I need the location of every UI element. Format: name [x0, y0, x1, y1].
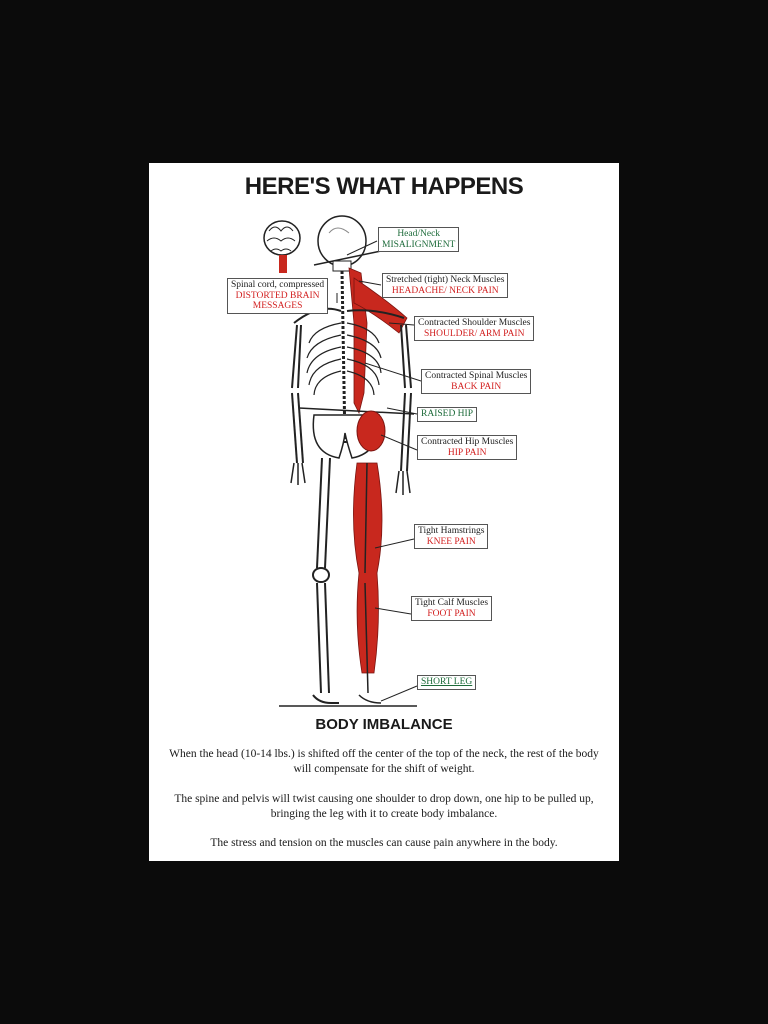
label-raised-hip: RAISED HIP — [417, 407, 477, 422]
body-imbalance-heading: BODY IMBALANCE — [315, 716, 453, 733]
label-neck-muscles: Stretched (tight) Neck Muscles HEADACHE/… — [382, 273, 509, 298]
label-shoulder: Contracted Shoulder Muscles SHOULDER/ AR… — [414, 316, 535, 341]
label-hamstrings: Tight Hamstrings KNEE PAIN — [414, 524, 489, 549]
label-calf: Tight Calf Muscles FOOT PAIN — [411, 596, 493, 621]
skull-icon — [317, 215, 367, 272]
paragraph-3: The stress and tension on the muscles ca… — [210, 837, 558, 849]
poster: HERE'S WHAT HAPPENS — [149, 163, 619, 861]
label-spinal-cord: Spinal cord, compressed DISTORTED BRAIN … — [227, 278, 329, 314]
paragraph-2: The spine and pelvis will twist causing … — [174, 793, 594, 820]
label-short-leg: SHORT LEG — [417, 675, 477, 690]
poster-title: HERE'S WHAT HAPPENS — [244, 173, 524, 200]
ribcage-icon — [306, 322, 382, 396]
label-head-neck: Head/Neck MISALIGNMENT — [378, 227, 460, 252]
spine-icon — [340, 270, 347, 444]
label-hip-muscles: Contracted Hip Muscles HIP PAIN — [417, 435, 518, 460]
skeleton-illustration — [263, 215, 422, 707]
label-spinal-muscles: Contracted Spinal Muscles BACK PAIN — [421, 369, 532, 394]
paragraph-1: When the head (10-14 lbs.) is shifted of… — [169, 748, 599, 775]
brain-icon — [263, 220, 301, 273]
pelvis-icon — [312, 410, 386, 459]
